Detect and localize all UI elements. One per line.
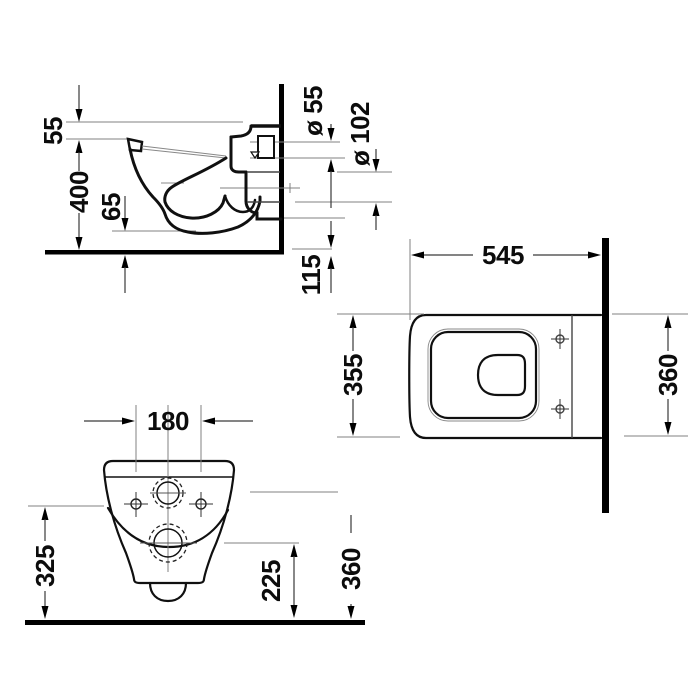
reference-triangle-mark [249,151,261,160]
dimension-outlet-height: 115 [296,221,335,295]
housing-front-face [229,135,248,174]
dimension-depth: 545 [409,239,601,320]
arrow-down-icon [327,235,335,248]
toilet-rear-outline [102,459,236,585]
fixing-hole-left [124,492,148,517]
arrow-up-icon [372,203,380,216]
bowl-opening-outline [476,353,527,397]
seat-outer-edge [427,328,540,422]
rim-top-edge [141,145,227,157]
toilet-plan-outline [408,313,603,440]
dimension-bolt-spacing: 180 [84,406,253,436]
wall-plan-line [602,238,609,513]
arrow-left-icon [411,251,424,259]
dimension-label-dia102: ø 102 [345,102,375,166]
floor-line [25,620,365,625]
dimension-label-65: 65 [96,193,126,221]
trap-inner-curve [223,194,257,214]
fixing-hole-marker-top [551,329,569,349]
arrow-left-icon [202,417,215,425]
rim-front-tip [126,137,144,153]
rim-inner-edge [141,148,227,159]
dimension-label-360-bottom: 360 [336,548,366,590]
arrow-right-icon [122,417,135,425]
rear-foot-contour [244,199,283,221]
arrow-up-icon [121,255,129,268]
dimension-supply-centre-height: 360 [250,491,366,619]
trap-bottom-curve [148,581,188,603]
side-section-view: 55 400 65 ø 55 115 [38,84,392,295]
arrow-up-icon [75,140,83,153]
dimension-outlet-centre-height: 225 [224,542,299,618]
fixing-hole-right [189,492,213,517]
dimension-supply-diameter: ø 55 [298,86,335,208]
dimension-wall-width: 360 [612,313,688,437]
dimension-label-180: 180 [147,406,189,436]
arrow-down-icon [290,605,298,618]
dimension-label-225: 225 [256,560,286,602]
arrow-down-icon [349,423,357,436]
dimension-label-dia55: ø 55 [298,86,328,136]
arrow-down-icon [75,237,83,250]
dimension-label-360-top: 360 [653,354,683,396]
arrow-down-icon [41,606,49,619]
arrow-down-icon [121,218,129,231]
arrow-up-icon [41,507,49,520]
supply-connection-socket [257,135,275,159]
arrow-down-icon [664,422,672,435]
dimension-rim-heights: 55 400 [38,85,94,250]
arrow-up-icon [664,315,672,328]
arrow-down-icon [372,159,380,172]
dimension-label-115: 115 [296,255,326,295]
dimension-label-325: 325 [30,545,60,587]
outlet-opening [140,523,197,563]
dimension-bowl-width: 355 [337,313,424,438]
arrow-up-icon [327,159,335,172]
dimension-underside-clearance: 65 [96,193,129,293]
bowl-bulge-curve [106,506,230,549]
arrow-down-icon [75,109,83,122]
bowl-interior-contour [163,156,228,220]
dimension-outlet-diameter: ø 102 [345,102,380,230]
arrow-down-icon [347,606,355,619]
dimension-label-545: 545 [482,240,524,270]
supply-opening [150,477,186,509]
arrow-down-icon [327,128,335,141]
rear-elevation-view: 180 325 225 360 [25,405,366,625]
arrow-up-icon [327,256,335,269]
arrow-right-icon [588,251,601,259]
wall-section-line [279,84,284,254]
floor-section-line [45,250,284,255]
housing-step [229,124,253,139]
arrow-up-icon [290,544,298,557]
seat-ring-outline [429,330,538,420]
arrow-up-icon [349,315,357,328]
dimension-bolt-height: 325 [28,505,104,619]
fixing-hole-marker-bottom [551,399,569,419]
dimension-label-400: 400 [64,171,94,213]
bowl-outer-contour [128,147,262,235]
plan-top-view: 545 355 360 [337,238,688,513]
toilet-side-profile [126,124,283,235]
dimension-label-355: 355 [338,354,368,396]
dimension-label-55: 55 [38,117,68,145]
